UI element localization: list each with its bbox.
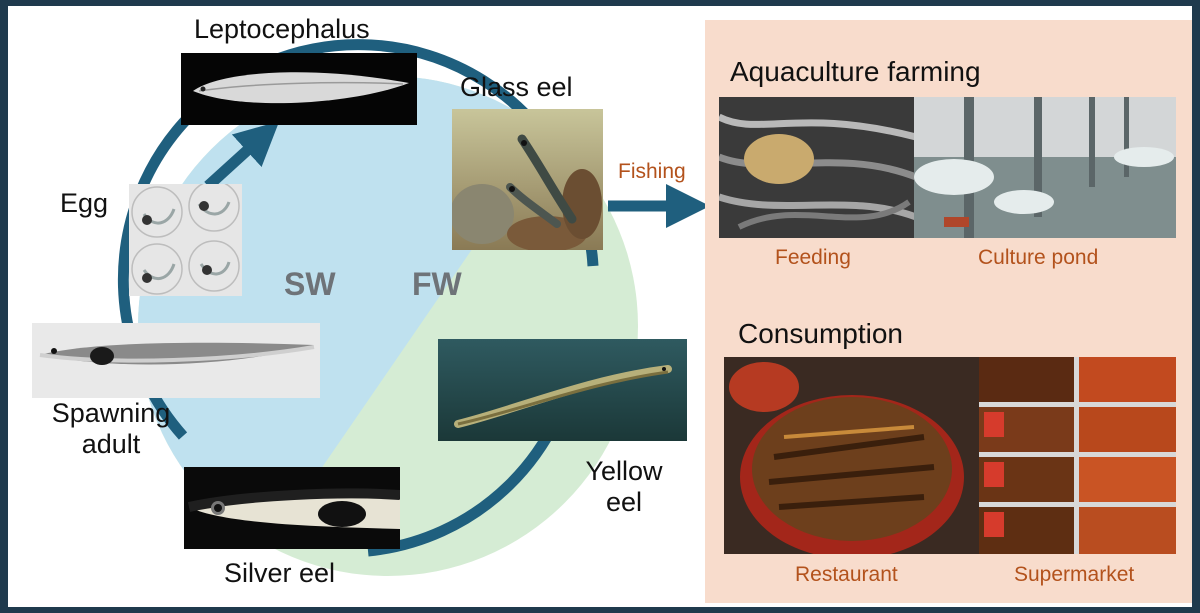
culture-pond-photo [914,97,1176,238]
label-spawning-adult-line1: Spawning [51,398,171,428]
label-glass-eel: Glass eel [460,72,573,102]
yellow-eel-photo [438,339,687,441]
label-culture-pond: Culture pond [978,246,1099,269]
consumption-title: Consumption [738,318,903,349]
label-spawning-adult: Spawning adult [36,398,186,460]
label-leptocephalus: Leptocephalus [194,14,370,44]
silver-eel-photo [184,467,400,549]
label-egg: Egg [60,188,109,218]
restaurant-photo [724,357,979,554]
label-restaurant: Restaurant [795,563,898,586]
label-spawning-adult-line2: adult [81,429,141,459]
label-feeding: Feeding [775,246,851,269]
supermarket-photo [979,357,1176,554]
label-fresh-water: FW [412,266,462,302]
label-yellow-eel: Yellow eel [564,456,684,518]
label-yellow-eel-line2: eel [605,487,643,517]
label-supermarket: Supermarket [1014,563,1135,586]
spawning-adult-photo [32,323,320,398]
label-fishing: Fishing [618,160,686,183]
aquaculture-title: Aquaculture farming [730,56,981,87]
label-sea-water: SW [284,266,336,302]
egg-photo [129,184,242,296]
feeding-photo [719,97,916,238]
label-yellow-eel-line1: Yellow [585,456,663,486]
label-silver-eel: Silver eel [224,558,336,588]
diagram-canvas: Leptocephalus Glass eel Egg Spawning adu… [8,6,1192,607]
egg-to-larva-arrow [204,121,280,191]
glass-eel-photo [452,109,603,250]
leptocephalus-photo [181,53,417,125]
